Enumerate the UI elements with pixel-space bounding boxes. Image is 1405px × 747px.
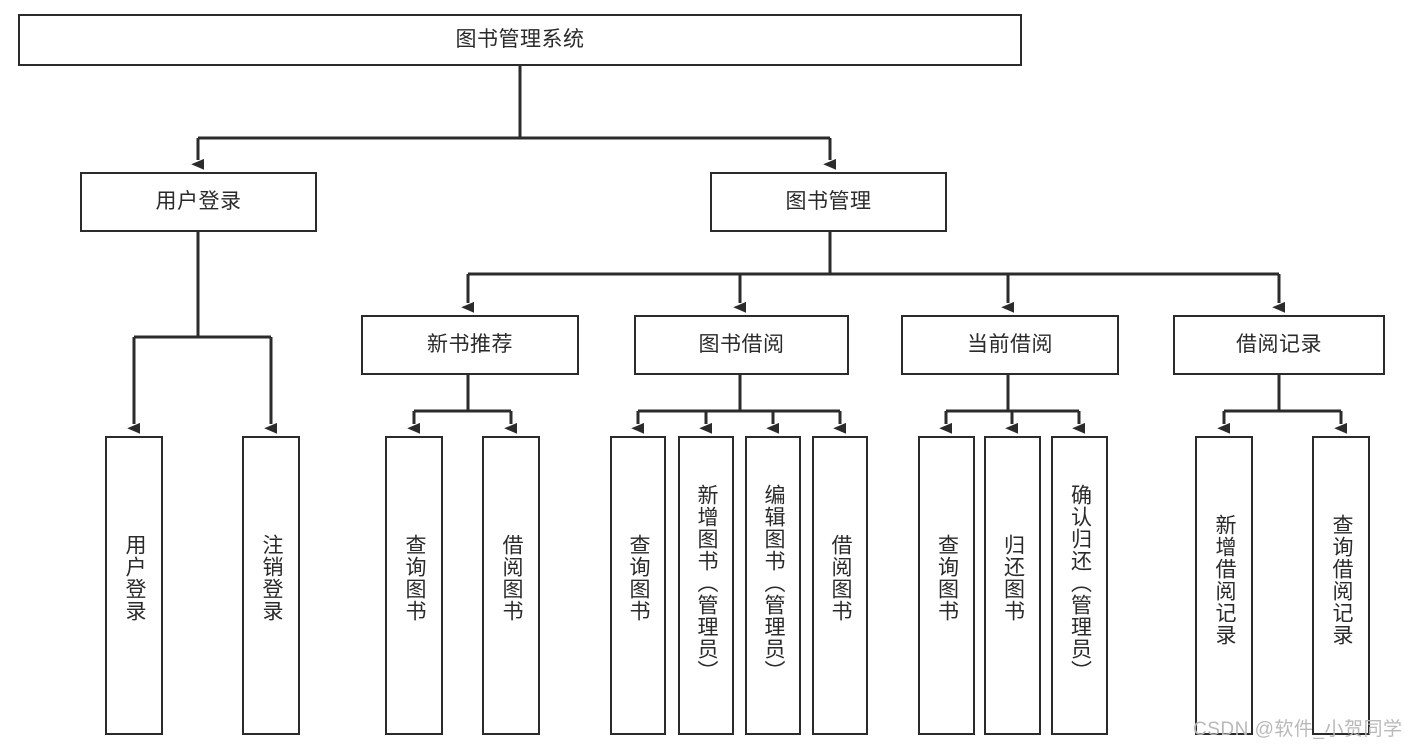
node-leaf-add-book[interactable]: 新增图书（管理员） bbox=[678, 436, 734, 735]
node-leaf-query-book-borrow[interactable]: 查询图书 bbox=[610, 436, 666, 735]
connector-group-root bbox=[191, 66, 837, 170]
connector-group-borrow-record bbox=[1217, 375, 1348, 434]
node-leaf-query-book-borrow-label: 查询图书 bbox=[626, 534, 650, 622]
node-leaf-user-login-label: 用户登录 bbox=[122, 534, 146, 622]
node-leaf-query-borrow-record[interactable]: 查询借阅记录 bbox=[1312, 436, 1370, 735]
node-borrow-record[interactable]: 借阅记录 bbox=[1173, 315, 1385, 375]
connector-group-new-book-recommend bbox=[407, 375, 518, 434]
node-leaf-query-book-current-label: 查询图书 bbox=[935, 534, 959, 622]
node-leaf-logout-label: 注销登录 bbox=[259, 534, 283, 622]
node-leaf-borrow-book-recommend[interactable]: 借阅图书 bbox=[482, 436, 540, 735]
node-book-borrow[interactable]: 图书借阅 bbox=[634, 315, 849, 375]
node-book-borrow-label: 图书借阅 bbox=[698, 332, 785, 356]
csdn-watermark: CSDN @软件_小贺同学 bbox=[1193, 719, 1403, 740]
node-current-borrow[interactable]: 当前借阅 bbox=[901, 315, 1119, 375]
node-leaf-query-book-current[interactable]: 查询图书 bbox=[918, 436, 975, 735]
node-current-borrow-label: 当前借阅 bbox=[967, 332, 1053, 356]
connector-group-book-manage bbox=[461, 232, 1286, 313]
node-leaf-borrow-book[interactable]: 借阅图书 bbox=[812, 436, 868, 735]
node-leaf-edit-book-label: 编辑图书（管理员） bbox=[761, 484, 785, 682]
node-leaf-add-borrow-record[interactable]: 新增借阅记录 bbox=[1195, 436, 1253, 735]
node-leaf-return-book[interactable]: 归还图书 bbox=[984, 436, 1041, 735]
node-borrow-record-label: 借阅记录 bbox=[1236, 332, 1322, 356]
node-leaf-query-book-recommend[interactable]: 查询图书 bbox=[385, 436, 443, 735]
node-leaf-query-borrow-record-label: 查询借阅记录 bbox=[1329, 514, 1353, 646]
node-root-label: 图书管理系统 bbox=[455, 27, 585, 51]
node-leaf-add-borrow-record-label: 新增借阅记录 bbox=[1212, 514, 1236, 646]
node-leaf-logout[interactable]: 注销登录 bbox=[242, 436, 300, 735]
node-leaf-borrow-book-label: 借阅图书 bbox=[828, 534, 852, 622]
node-new-book-recommend[interactable]: 新书推荐 bbox=[361, 315, 579, 375]
node-user-login-label: 用户登录 bbox=[155, 189, 242, 213]
node-leaf-return-book-label: 归还图书 bbox=[1001, 534, 1025, 622]
node-leaf-borrow-book-recommend-label: 借阅图书 bbox=[499, 534, 523, 622]
node-leaf-confirm-return[interactable]: 确认归还（管理员） bbox=[1051, 436, 1108, 735]
node-leaf-user-login[interactable]: 用户登录 bbox=[105, 436, 163, 735]
node-book-manage[interactable]: 图书管理 bbox=[710, 172, 947, 232]
node-user-login[interactable]: 用户登录 bbox=[80, 172, 317, 232]
connector-group-book-borrow bbox=[631, 375, 847, 434]
connector-group-current-borrow bbox=[939, 375, 1086, 434]
node-leaf-confirm-return-label: 确认归还（管理员） bbox=[1068, 484, 1092, 682]
node-book-manage-label: 图书管理 bbox=[785, 189, 872, 213]
node-leaf-edit-book[interactable]: 编辑图书（管理员） bbox=[745, 436, 801, 735]
node-leaf-add-book-label: 新增图书（管理员） bbox=[694, 484, 718, 682]
connector-group-user-login bbox=[127, 232, 278, 434]
node-new-book-recommend-label: 新书推荐 bbox=[427, 332, 513, 356]
node-root[interactable]: 图书管理系统 bbox=[18, 14, 1022, 66]
node-leaf-query-book-recommend-label: 查询图书 bbox=[402, 534, 426, 622]
